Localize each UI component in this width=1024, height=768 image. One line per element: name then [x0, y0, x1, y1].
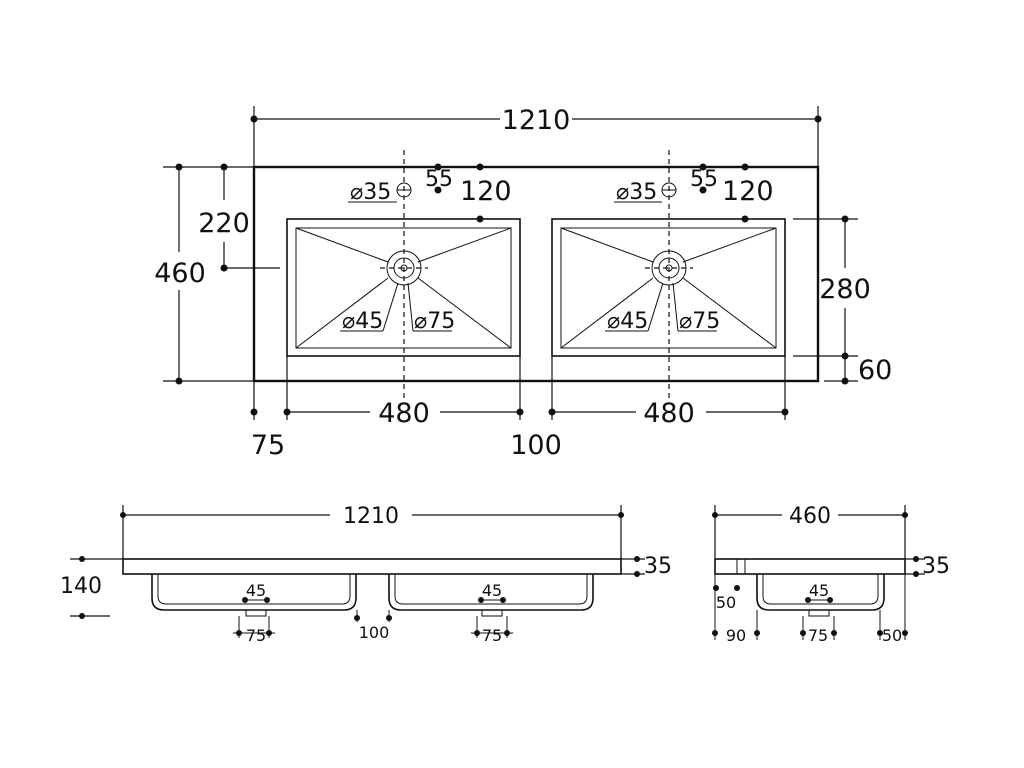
dim-overall-depth: 460 — [154, 258, 206, 289]
dim-side-margin: 75 — [251, 430, 285, 461]
dim-total-height: 140 — [60, 574, 102, 599]
right-bowl — [551, 150, 786, 398]
dim-outlet-dia-left: ⌀75 — [414, 309, 455, 334]
dim-side-outlet: 75 — [808, 626, 828, 645]
side-countertop — [714, 558, 906, 575]
dim-side-back-offset: 90 — [726, 626, 746, 645]
dim-drain-dia-right: ⌀45 — [607, 309, 648, 334]
dim-side-top-thickness: 35 — [922, 554, 950, 579]
dim-front-drain-left: 45 — [246, 581, 266, 600]
dim-bowl-width-left: 480 — [378, 398, 430, 429]
dim-front-top-thickness: 35 — [644, 554, 672, 579]
dim-front-width: 1210 — [343, 504, 399, 529]
dim-tap-dia-left: ⌀35 — [350, 180, 391, 205]
dim-tap-offset-left: 55 — [425, 167, 453, 192]
side-view: 460 35 50 90 75 50 45 — [712, 504, 950, 645]
top-view: 1210 460 220 ⌀35 55 120 ⌀35 55 120 ⌀45 — [154, 105, 892, 461]
dim-side-back-lip: 50 — [716, 593, 736, 612]
dim-tap-offset-right: 55 — [690, 167, 718, 192]
front-view: 1210 140 35 45 75 45 75 100 — [60, 504, 672, 645]
dim-outlet-dia-right: ⌀75 — [679, 309, 720, 334]
left-bowl — [286, 150, 521, 398]
dim-front-outlet-right: 75 — [482, 626, 502, 645]
dim-front-bowl-gap: 100 — [359, 623, 390, 642]
dim-side-drain: 45 — [809, 581, 829, 600]
dim-bowl-gap: 100 — [510, 430, 562, 461]
dim-drain-dia-left: ⌀45 — [342, 309, 383, 334]
front-countertop — [122, 558, 622, 575]
dim-tap-depth-right: 120 — [722, 176, 774, 207]
dim-tap-dia-right: ⌀35 — [616, 180, 657, 205]
dim-front-to-drain: 220 — [198, 208, 250, 239]
dim-side-front-offset: 50 — [882, 626, 902, 645]
dim-front-margin: 60 — [858, 355, 892, 386]
dim-overall-width: 1210 — [502, 105, 571, 136]
dim-front-outlet-left: 75 — [246, 626, 266, 645]
dim-side-depth: 460 — [789, 504, 831, 529]
countertop-outline — [252, 165, 820, 383]
dim-bowl-width-right: 480 — [643, 398, 695, 429]
dim-tap-depth-left: 120 — [460, 176, 512, 207]
dim-bowl-depth: 280 — [819, 274, 871, 305]
dim-front-drain-right: 45 — [482, 581, 502, 600]
